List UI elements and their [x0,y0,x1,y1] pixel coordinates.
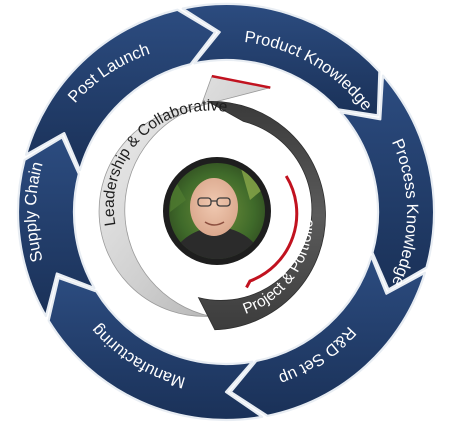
outer-segment-product-knowledge [181,2,381,117]
outer-segment-rd-set-up [229,255,427,417]
inner-right-red-edge [245,175,299,289]
outer-cycle-ring [16,2,436,422]
inner-left-red-edge [211,74,271,89]
outer-segment-manufacturing [47,276,264,422]
inner-right-segment [197,100,326,331]
outer-segment-supply-chain [16,136,96,318]
outer-segment-process-knowledge [339,74,436,291]
outer-segment-post-launch [24,8,217,172]
inner-left-segment [98,75,271,317]
